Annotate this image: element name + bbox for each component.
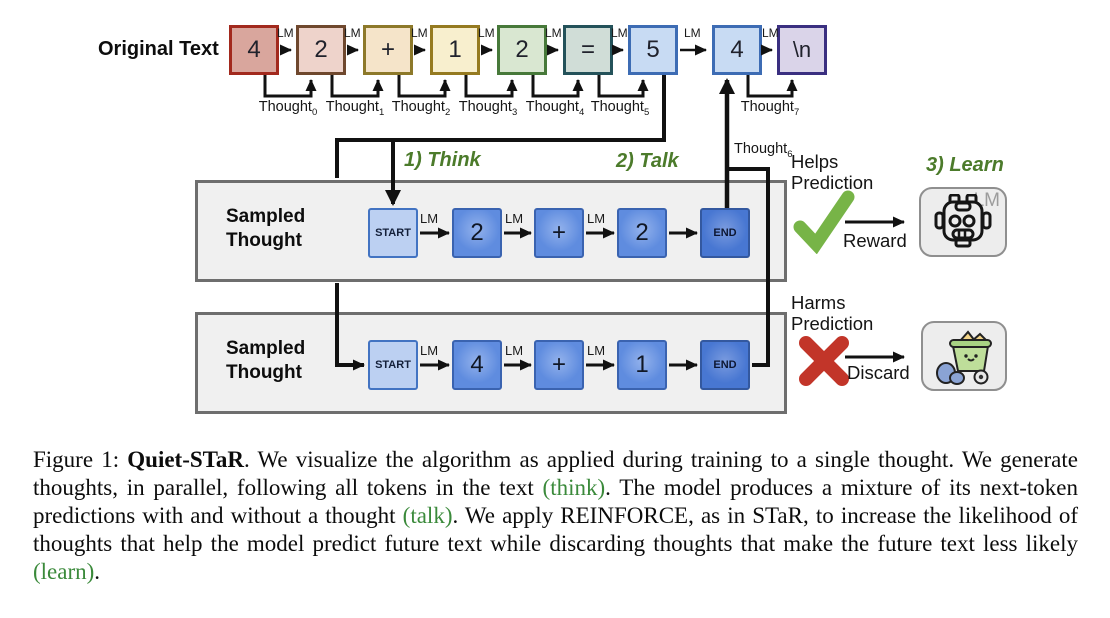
figure-caption: Figure 1: Quiet-STaR. We visualize the a…	[33, 446, 1078, 586]
lm-label: LM	[587, 211, 606, 226]
caption-body: . We visualize the algorithm as applied …	[33, 447, 1078, 500]
lm-label: LM	[420, 343, 439, 358]
lm-label: LM	[611, 26, 628, 40]
harms-prediction-label: Harms Prediction	[791, 292, 874, 334]
token-label: 4	[247, 36, 261, 63]
discard-label: Discard	[847, 362, 910, 383]
token-box: \n	[777, 25, 827, 75]
lm-label: LM	[505, 343, 524, 358]
lm-label: LM	[684, 26, 701, 40]
step-think-label: 1) Think	[404, 149, 481, 171]
sampled-thought-label: Sampled Thought	[226, 206, 306, 251]
lm-label: LM	[277, 26, 294, 40]
lm-label: LM	[762, 26, 779, 40]
lm-label: LM	[545, 26, 562, 40]
thought-token-box: +	[534, 208, 584, 258]
end-token-box: END	[700, 340, 750, 390]
token-box: 4	[712, 25, 762, 75]
thought-token-box: 2	[617, 208, 667, 258]
thought-label: Thought5	[590, 99, 650, 118]
thought-label: Thought4	[525, 99, 585, 118]
thought-token-box: 4	[452, 340, 502, 390]
caption-body: . We apply REINFORCE, as in STaR, to inc…	[33, 503, 1078, 556]
caption-end: .	[94, 559, 101, 584]
original-text-label: Original Text	[98, 38, 219, 60]
lm-label: LM	[478, 26, 495, 40]
lm-label: LM	[420, 211, 439, 226]
thought-token-box: 1	[617, 340, 667, 390]
thought-label: Thought2	[391, 99, 451, 118]
token-box: 1	[430, 25, 480, 75]
thought-label: Thought1	[325, 99, 385, 118]
thought-token-box: +	[534, 340, 584, 390]
token-label: 1	[448, 36, 462, 63]
thought-label: Thought0	[258, 99, 318, 118]
end-token-box: END	[700, 208, 750, 258]
thought-token-box: 2	[452, 208, 502, 258]
caption-prefix: Figure 1:	[33, 447, 128, 472]
robot-icon	[934, 194, 992, 248]
lm-label: LM	[587, 343, 606, 358]
check-icon	[793, 190, 855, 254]
caption-think-term: (think)	[542, 475, 606, 500]
step-learn-label: 3) Learn	[926, 154, 1004, 176]
cross-icon	[799, 336, 849, 386]
token-label: \n	[792, 37, 812, 62]
token-box: 5	[628, 25, 678, 75]
step-talk-label: 2) Talk	[616, 150, 679, 172]
token-label: 2	[314, 36, 328, 63]
caption-body: . The model produces a mixture of its ne…	[33, 475, 1078, 528]
thought-label: Thought3	[458, 99, 518, 118]
lm-robot-box: LM	[919, 187, 1007, 257]
token-label: =	[580, 36, 595, 63]
thought-label: Thought7	[740, 99, 800, 118]
start-token-box: START	[368, 208, 418, 258]
thought-label: Thought6	[734, 141, 793, 160]
discard-cart-icon	[936, 330, 992, 385]
token-label: 2	[515, 36, 529, 63]
reward-label: Reward	[843, 230, 907, 251]
token-label: 5	[646, 36, 660, 63]
caption-talk-term: (talk)	[402, 503, 453, 528]
token-box: +	[363, 25, 413, 75]
lm-label: LM	[505, 211, 524, 226]
helps-prediction-label: Helps Prediction	[791, 151, 874, 193]
token-box: 2	[497, 25, 547, 75]
caption-learn-term: (learn)	[33, 559, 95, 584]
caption-title: Quiet-STaR	[127, 447, 244, 472]
token-box: 4	[229, 25, 279, 75]
token-box: =	[563, 25, 613, 75]
token-label: 4	[730, 36, 744, 63]
sampled-thought-label: Sampled Thought	[226, 338, 306, 383]
discard-bin-box	[921, 321, 1007, 391]
start-token-box: START	[368, 340, 418, 390]
token-box: 2	[296, 25, 346, 75]
lm-label: LM	[344, 26, 361, 40]
token-label: +	[380, 36, 395, 63]
lm-label: LM	[411, 26, 428, 40]
